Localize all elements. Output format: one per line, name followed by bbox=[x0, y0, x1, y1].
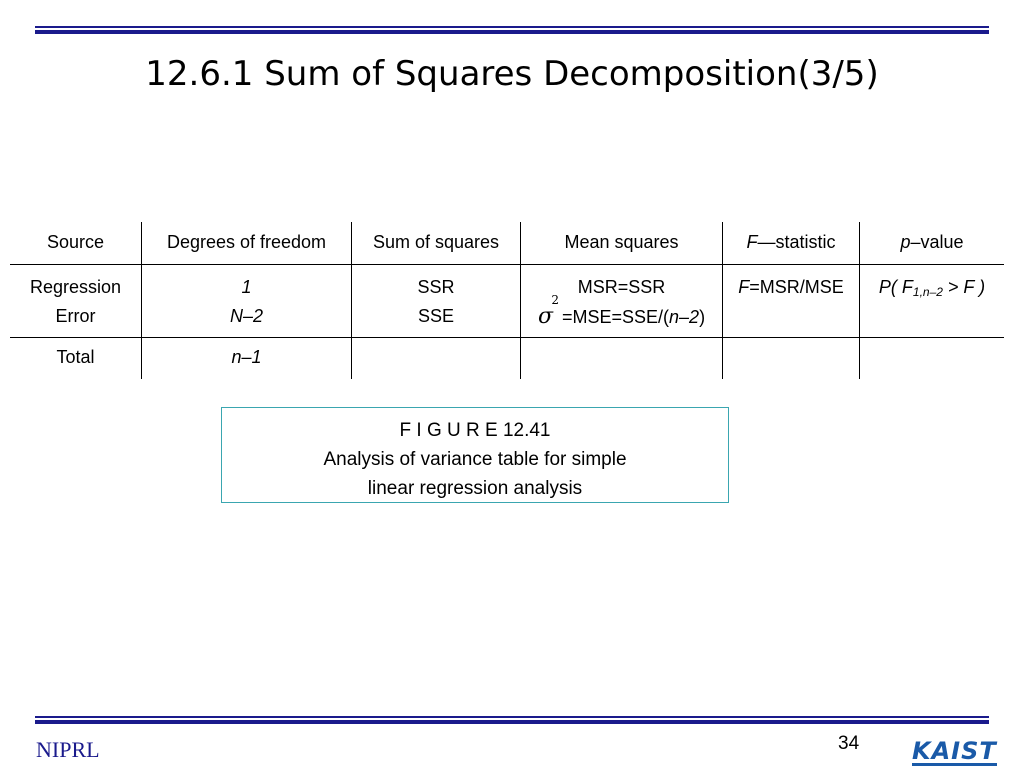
bottom-rule bbox=[35, 716, 989, 724]
anova-table: Source Degrees of freedom Sum of squares… bbox=[10, 222, 1004, 379]
page-number: 34 bbox=[838, 733, 860, 754]
cell-total-source: Total bbox=[56, 347, 95, 367]
top-rule bbox=[35, 26, 989, 34]
header-p-value: p–value bbox=[859, 222, 1004, 264]
cell-f: F=MSR/MSE bbox=[722, 265, 859, 337]
header-f-statistic: F—statistic bbox=[722, 222, 859, 264]
kaist-logo: KAIST bbox=[912, 737, 997, 766]
cell-total-f bbox=[722, 338, 859, 379]
table-row-regression-error: Regression Error 1 N–2 SSR SSE MSR=SSR σ… bbox=[10, 264, 1004, 338]
figure-caption: F I G U R E 12.41 Analysis of variance t… bbox=[221, 407, 729, 503]
footer-org: NIPRL bbox=[36, 737, 100, 762]
cell-total-ss bbox=[351, 338, 520, 379]
table-header-row: Source Degrees of freedom Sum of squares… bbox=[10, 222, 1004, 264]
cell-p: P( F1,n–2 > F ) bbox=[859, 265, 1004, 337]
cell-df: 1 N–2 bbox=[141, 265, 351, 337]
table-row-total: Total n–1 bbox=[10, 338, 1004, 379]
cell-total-df: n–1 bbox=[141, 338, 351, 379]
cell-source: Regression Error bbox=[29, 277, 122, 326]
header-source: Source bbox=[46, 232, 105, 252]
cell-total-p bbox=[859, 338, 1004, 379]
header-sum-of-squares: Sum of squares bbox=[351, 222, 520, 264]
page-title: 12.6.1 Sum of Squares Decomposition(3/5) bbox=[145, 54, 879, 94]
cell-ss: SSR SSE bbox=[351, 265, 520, 337]
header-mean-squares: Mean squares bbox=[520, 222, 722, 264]
cell-total-ms bbox=[520, 338, 722, 379]
header-degrees-of-freedom: Degrees of freedom bbox=[141, 222, 351, 264]
